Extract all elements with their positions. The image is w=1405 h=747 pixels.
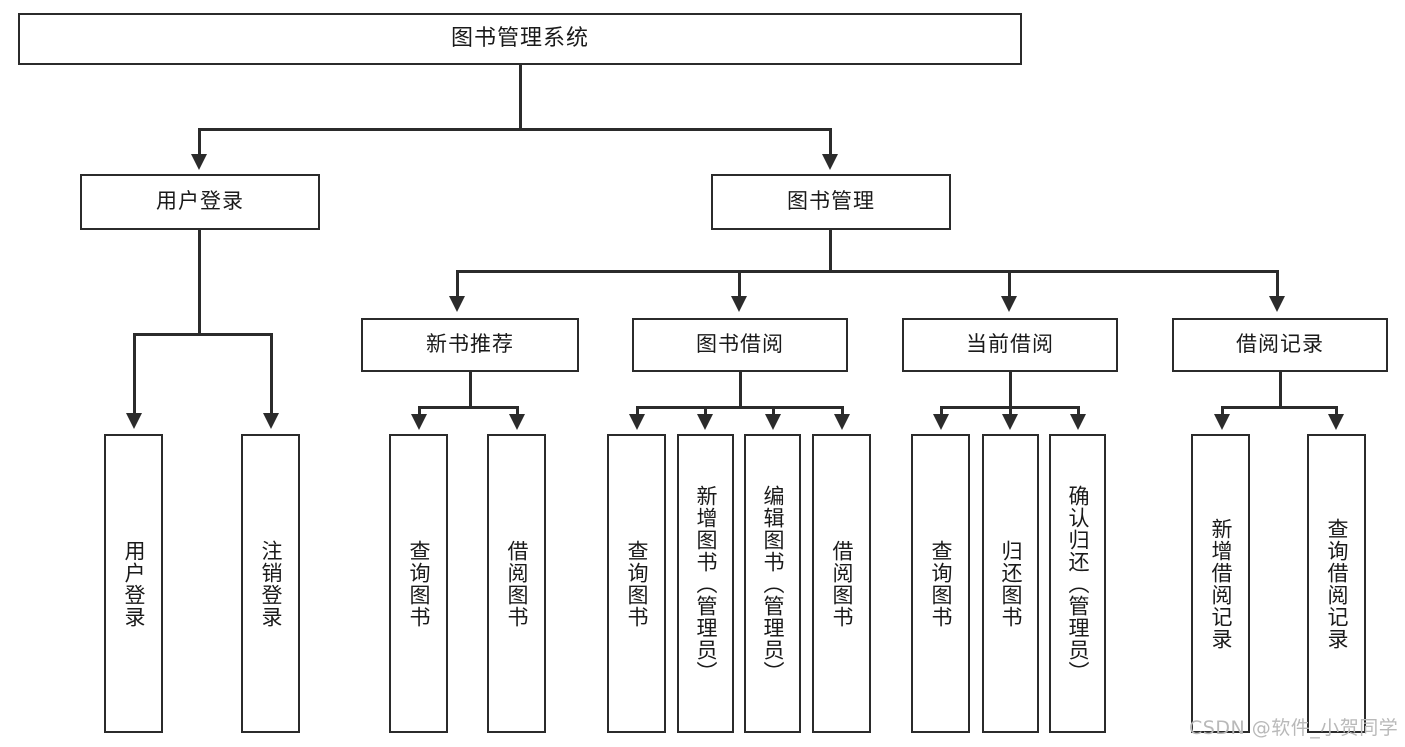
- node-leaf-add-book[interactable]: 新增图书（管理员）: [677, 434, 734, 733]
- node-label: 图书管理: [787, 189, 875, 214]
- arrow-to-leaf-return-book: [1002, 414, 1018, 430]
- edge-drop-leaf-add-record: [1221, 406, 1224, 418]
- edge-borrow-record-bus: [1221, 406, 1338, 409]
- edge-drop-leaf-query-book-2: [636, 406, 639, 418]
- arrow-to-leaf-borrow-book-1: [509, 414, 525, 430]
- arrow-to-leaf-logout-login: [263, 413, 279, 429]
- node-label: 用户登录: [156, 189, 244, 214]
- node-label: 归还图书: [998, 539, 1023, 628]
- node-current-borrow[interactable]: 当前借阅: [902, 318, 1118, 372]
- edge-root-stem: [519, 65, 522, 130]
- arrow-to-new-book-recommend: [449, 296, 465, 312]
- edge-drop-leaf-return-book: [1009, 406, 1012, 418]
- node-leaf-confirm-return[interactable]: 确认归还（管理员）: [1049, 434, 1106, 733]
- edge-current-borrow-stem: [1009, 372, 1012, 409]
- node-leaf-borrow-book-1[interactable]: 借阅图书: [487, 434, 546, 733]
- node-leaf-query-book-1[interactable]: 查询图书: [389, 434, 448, 733]
- arrow-to-leaf-user-login: [126, 413, 142, 429]
- node-leaf-query-book-3[interactable]: 查询图书: [911, 434, 970, 733]
- edge-drop-borrow-record: [1276, 270, 1279, 298]
- edge-drop-leaf-logout-login: [270, 333, 273, 416]
- edge-drop-leaf-confirm-return: [1077, 406, 1080, 418]
- node-label: 图书借阅: [696, 332, 784, 357]
- edge-drop-leaf-query-record: [1335, 406, 1338, 418]
- node-leaf-return-book[interactable]: 归还图书: [982, 434, 1039, 733]
- node-label: 查询借阅记录: [1324, 517, 1349, 650]
- node-label: 确认归还（管理员）: [1065, 484, 1090, 683]
- edge-drop-leaf-borrow-book-2: [841, 406, 844, 418]
- arrow-to-leaf-add-record: [1214, 414, 1230, 430]
- node-borrow-record[interactable]: 借阅记录: [1172, 318, 1388, 372]
- edge-borrow-record-stem: [1279, 372, 1282, 409]
- node-root-system[interactable]: 图书管理系统: [18, 13, 1022, 65]
- node-leaf-borrow-book-2[interactable]: 借阅图书: [812, 434, 871, 733]
- arrow-to-leaf-query-record: [1328, 414, 1344, 430]
- edge-drop-leaf-query-book-1: [418, 406, 421, 418]
- node-user-login[interactable]: 用户登录: [80, 174, 320, 230]
- edge-root-drop-user-login: [198, 128, 201, 156]
- node-new-book-recommend[interactable]: 新书推荐: [361, 318, 579, 372]
- edge-drop-leaf-edit-book: [772, 406, 775, 418]
- node-label: 查询图书: [406, 539, 431, 628]
- edge-new-book-recommend-stem: [469, 372, 472, 409]
- arrow-to-leaf-confirm-return: [1070, 414, 1086, 430]
- arrow-to-user-login: [191, 154, 207, 170]
- node-leaf-query-book-2[interactable]: 查询图书: [607, 434, 666, 733]
- edge-new-book-recommend-bus: [418, 406, 519, 409]
- node-label: 借阅图书: [504, 539, 529, 628]
- node-label: 新书推荐: [426, 332, 514, 357]
- arrow-to-leaf-query-book-3: [933, 414, 949, 430]
- node-label: 查询图书: [624, 539, 649, 628]
- arrow-to-leaf-borrow-book-2: [834, 414, 850, 430]
- node-book-management[interactable]: 图书管理: [711, 174, 951, 230]
- arrow-to-leaf-query-book-2: [629, 414, 645, 430]
- node-label: 查询图书: [928, 539, 953, 628]
- node-label: 用户登录: [121, 539, 146, 628]
- edge-drop-current-borrow: [1008, 270, 1011, 298]
- node-book-borrow[interactable]: 图书借阅: [632, 318, 848, 372]
- edge-book-management-stem: [829, 230, 832, 273]
- edge-drop-book-borrow: [738, 270, 741, 298]
- edge-book-borrow-stem: [739, 372, 742, 409]
- node-label: 新增图书（管理员）: [693, 484, 718, 683]
- edge-user-login-stem: [198, 230, 201, 336]
- node-leaf-add-record[interactable]: 新增借阅记录: [1191, 434, 1250, 733]
- node-label: 借阅图书: [829, 539, 854, 628]
- edge-root-bus: [198, 128, 832, 131]
- edge-user-login-bus: [133, 333, 273, 336]
- edge-drop-leaf-query-book-3: [940, 406, 943, 418]
- arrow-to-book-borrow: [731, 296, 747, 312]
- node-label: 新增借阅记录: [1208, 517, 1233, 650]
- csdn-watermark: CSDN @软件_小贺同学: [1189, 717, 1399, 739]
- arrow-to-current-borrow: [1001, 296, 1017, 312]
- edge-drop-leaf-add-book: [704, 406, 707, 418]
- arrow-to-borrow-record: [1269, 296, 1285, 312]
- node-label: 当前借阅: [966, 332, 1054, 357]
- arrow-to-leaf-query-book-1: [411, 414, 427, 430]
- edge-root-drop-book-management: [829, 128, 832, 156]
- arrow-to-leaf-edit-book: [765, 414, 781, 430]
- node-label: 编辑图书（管理员）: [760, 484, 785, 683]
- edge-drop-new-book-recommend: [456, 270, 459, 298]
- edge-book-borrow-bus: [636, 406, 844, 409]
- edge-drop-leaf-user-login: [133, 333, 136, 416]
- edge-drop-leaf-borrow-book-1: [516, 406, 519, 418]
- edge-level3-bus: [456, 270, 1279, 273]
- node-leaf-edit-book[interactable]: 编辑图书（管理员）: [744, 434, 801, 733]
- node-label: 图书管理系统: [450, 25, 589, 51]
- node-leaf-user-login[interactable]: 用户登录: [104, 434, 163, 733]
- node-label: 注销登录: [258, 539, 283, 628]
- arrow-to-leaf-add-book: [697, 414, 713, 430]
- arrow-to-book-management: [822, 154, 838, 170]
- node-label: 借阅记录: [1236, 332, 1324, 357]
- node-leaf-query-record[interactable]: 查询借阅记录: [1307, 434, 1366, 733]
- node-leaf-logout-login[interactable]: 注销登录: [241, 434, 300, 733]
